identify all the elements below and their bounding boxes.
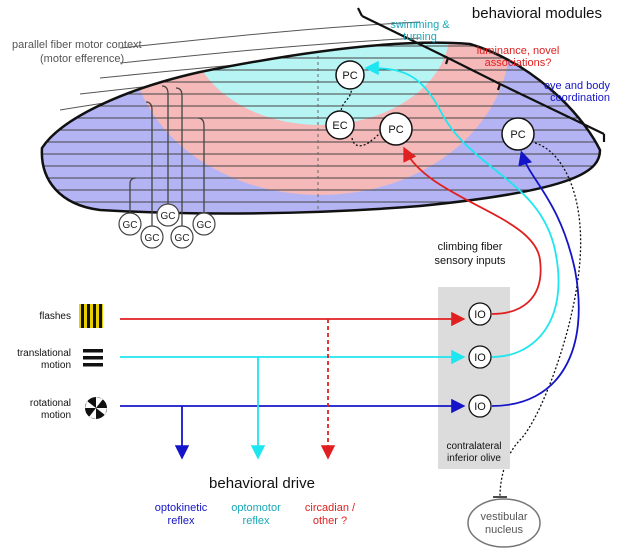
output-optokinetic-line2: reflex bbox=[168, 515, 195, 527]
granule-axons bbox=[129, 85, 205, 226]
module-swimming-line2: turning bbox=[403, 31, 437, 43]
eurydendroid-cell: EC bbox=[325, 110, 355, 140]
granule-cell: GC bbox=[170, 225, 194, 249]
olive-label-line1: contralateral bbox=[446, 441, 501, 452]
module-eye-body-line1: eye and body bbox=[544, 80, 611, 92]
vestibular-nucleus bbox=[467, 498, 541, 548]
output-circadian-line1: circadian / bbox=[305, 502, 356, 514]
rotational-stimulus-icon bbox=[85, 397, 107, 419]
svg-text:GC: GC bbox=[175, 233, 190, 244]
climbing-fiber-red bbox=[403, 146, 542, 315]
label-motor-efference: (motor efference) bbox=[40, 53, 124, 65]
module-eye-body-line2: coordination bbox=[550, 92, 610, 104]
output-optokinetic-line1: optokinetic bbox=[155, 502, 208, 514]
behavioral-drive-label: behavioral drive bbox=[209, 475, 315, 492]
climbing-fiber-blue bbox=[491, 150, 580, 407]
svg-text:PC: PC bbox=[342, 70, 357, 82]
title-behavioral-modules: behavioral modules bbox=[472, 5, 602, 22]
svg-text:PC: PC bbox=[510, 129, 525, 141]
stimulus-rotational-label-line2: motion bbox=[41, 410, 71, 421]
inferior-olive-cell-cyan: IO bbox=[468, 345, 492, 369]
cerebellum-outline bbox=[40, 41, 602, 215]
stimulus-rotational-label-line1: rotational bbox=[30, 398, 71, 409]
svg-text:IO: IO bbox=[474, 401, 486, 413]
climbing-fiber-cyan bbox=[364, 60, 560, 358]
module-brackets bbox=[357, 7, 606, 142]
inferior-olive-cell-blue: IO bbox=[468, 394, 492, 418]
granule-cell: GC bbox=[156, 203, 180, 227]
olive-label-line2: inferior olive bbox=[447, 453, 501, 464]
svg-text:GC: GC bbox=[161, 211, 176, 222]
translational-stimulus-icon bbox=[83, 349, 103, 367]
granule-cell: GC bbox=[118, 212, 142, 236]
climbing-fiber-label-line1: climbing fiber bbox=[438, 241, 503, 253]
stimulus-translational-label-line1: translational bbox=[17, 348, 71, 359]
climbing-fiber-label-line2: sensory inputs bbox=[435, 255, 506, 267]
svg-text:IO: IO bbox=[474, 309, 486, 321]
svg-text:EC: EC bbox=[332, 120, 347, 132]
svg-text:GC: GC bbox=[123, 220, 138, 231]
granule-cell: GC bbox=[140, 225, 164, 249]
flashes-stimulus-icon bbox=[79, 304, 103, 328]
purkinje-cell-cyan: PC bbox=[335, 60, 365, 90]
purkinje-cell-blue: PC bbox=[501, 117, 535, 151]
svg-text:PC: PC bbox=[388, 124, 403, 136]
granule-cells: GC GC GC GC GC bbox=[118, 203, 216, 249]
svg-text:GC: GC bbox=[145, 233, 160, 244]
svg-text:IO: IO bbox=[474, 352, 486, 364]
module-luminance-line1: luminance, novel bbox=[477, 45, 560, 57]
module-swimming-line1: swimming & bbox=[390, 19, 450, 31]
output-circadian-line2: other ? bbox=[313, 515, 347, 527]
purkinje-cell-red: PC bbox=[379, 112, 413, 146]
vestibular-label-line1: vestibular bbox=[480, 511, 527, 523]
stimulus-translational-label-line2: motion bbox=[41, 360, 71, 371]
inferior-olive-cell-red: IO bbox=[468, 302, 492, 326]
granule-cell: GC bbox=[192, 212, 216, 236]
svg-text:GC: GC bbox=[197, 220, 212, 231]
output-optomotor-line2: reflex bbox=[243, 515, 270, 527]
module-luminance-line2: associations? bbox=[485, 57, 552, 69]
vestibular-label-line2: nucleus bbox=[485, 524, 523, 536]
output-optomotor-line1: optomotor bbox=[231, 502, 281, 514]
stimulus-flashes-label: flashes bbox=[39, 311, 71, 322]
label-parallel-fiber: parallel fiber motor context bbox=[12, 39, 142, 51]
